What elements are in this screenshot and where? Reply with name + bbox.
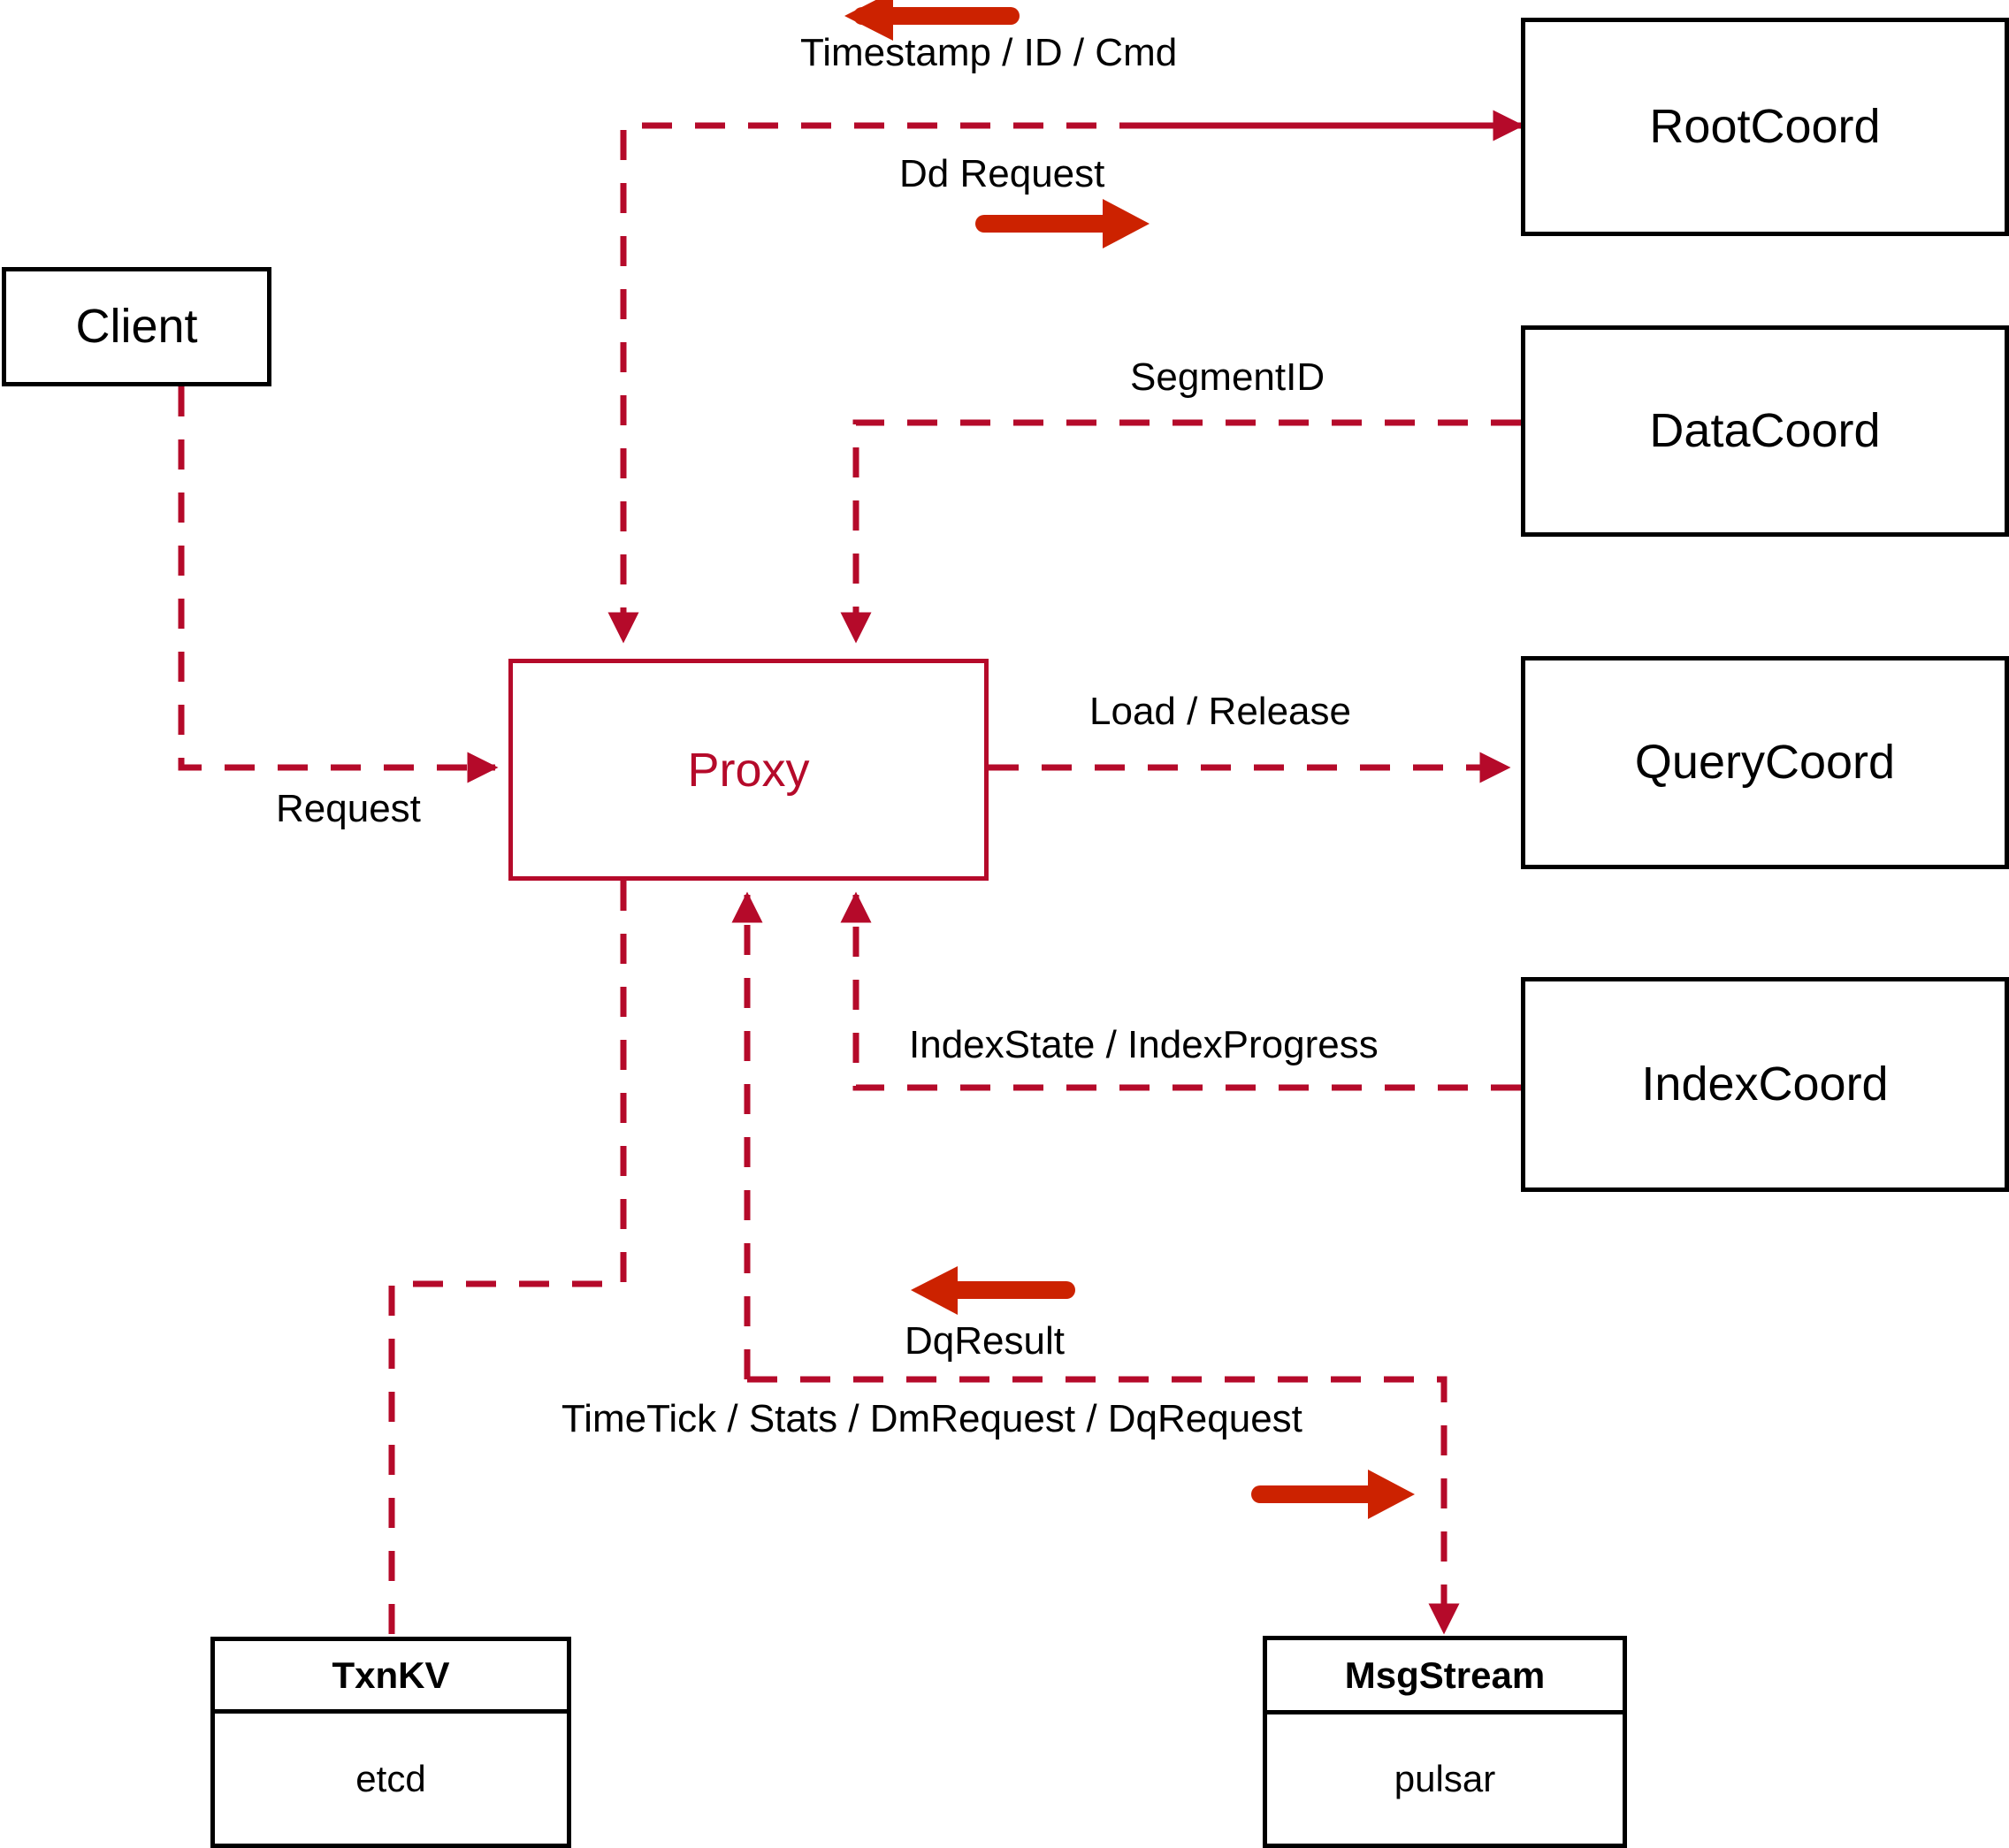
store-msgstream[interactable]: MsgStream pulsar [1263, 1636, 1627, 1848]
node-indexcoord-label: IndexCoord [1641, 1057, 1889, 1111]
direction-arrow-right-stream-requests [1251, 1470, 1415, 1519]
direction-arrow-left-timestamp [844, 0, 1020, 41]
edge-request [178, 386, 499, 783]
edge-index-state [840, 891, 1521, 1091]
node-datacoord[interactable]: DataCoord [1521, 325, 2009, 537]
edge-label-timestamp-id-cmd: Timestamp / ID / Cmd [800, 31, 1178, 74]
store-txnkv-impl: etcd [355, 1757, 426, 1799]
node-indexcoord[interactable]: IndexCoord [1521, 977, 2009, 1192]
node-client-label: Client [75, 299, 198, 353]
edge-label-stream-requests: TimeTick / Stats / DmRequest / DqRequest [561, 1397, 1302, 1440]
store-txnkv[interactable]: TxnKV etcd [210, 1637, 571, 1848]
edge-label-dq-result: DqResult [905, 1319, 1065, 1363]
edge-segment-id [840, 419, 1521, 644]
edge-proxy-txnkv [388, 881, 627, 1637]
edge-timestamp-id-cmd [607, 122, 1521, 644]
edge-label-index-state: IndexState / IndexProgress [909, 1023, 1379, 1066]
node-proxy[interactable]: Proxy [508, 659, 989, 881]
edge-label-load-release: Load / Release [1089, 690, 1351, 733]
edge-label-request: Request [276, 787, 421, 830]
store-msgstream-title: MsgStream [1267, 1640, 1623, 1714]
node-rootcoord-label: RootCoord [1649, 99, 1881, 153]
edge-label-segment-id: SegmentID [1130, 355, 1325, 399]
direction-arrow-right-dd-request [975, 199, 1150, 248]
direction-arrow-left-dqresult [911, 1266, 1075, 1315]
edge-label-dd-request: Dd Request [899, 152, 1105, 195]
store-txnkv-title: TxnKV [215, 1641, 567, 1714]
node-proxy-label: Proxy [687, 743, 810, 797]
node-client[interactable]: Client [2, 267, 271, 386]
edge-stream-requests [747, 1376, 1460, 1635]
node-querycoord[interactable]: QueryCoord [1521, 656, 2009, 869]
node-querycoord-label: QueryCoord [1634, 735, 1896, 789]
node-datacoord-label: DataCoord [1649, 403, 1881, 457]
store-msgstream-impl: pulsar [1394, 1758, 1496, 1799]
node-rootcoord[interactable]: RootCoord [1521, 18, 2009, 236]
